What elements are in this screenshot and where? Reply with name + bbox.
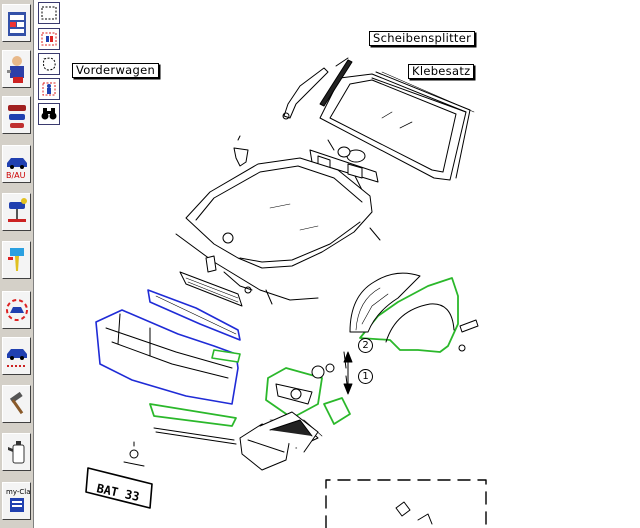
left-toolbar: B/AU	[0, 0, 34, 528]
fender-liner[interactable]	[349, 272, 421, 333]
oil-can-icon	[8, 441, 25, 464]
workshop-lift-icon	[8, 198, 27, 222]
select-parts-icon	[41, 32, 57, 46]
lasso-button[interactable]	[38, 53, 60, 75]
vehicle-models-icon	[8, 105, 26, 128]
front-fender[interactable]	[359, 277, 459, 353]
detail-inset	[325, 479, 487, 528]
radiator-grille[interactable]	[179, 271, 243, 307]
license-plate[interactable]: BAT 33	[85, 467, 153, 509]
tools-button[interactable]	[2, 241, 31, 279]
car-rotate-icon	[6, 299, 28, 321]
parts-figure-icon	[42, 82, 56, 96]
headlight-bulb[interactable]	[311, 351, 349, 393]
car-schematic-icon	[7, 349, 27, 367]
select-rect-button[interactable]	[38, 2, 60, 24]
wiper-linkage[interactable]	[309, 139, 379, 191]
workshop-button[interactable]	[2, 193, 31, 231]
vehicle-identification-button[interactable]: B/AU	[2, 145, 31, 183]
car-label-text: B/AU	[6, 171, 26, 180]
my-claim-icon: my-Claim	[6, 488, 30, 512]
klebesatz-callout[interactable]: Klebesatz	[408, 64, 475, 79]
bumper-upper-trim[interactable]	[147, 289, 241, 341]
vehicle-schematic-button[interactable]	[2, 337, 31, 375]
front-bumper[interactable]	[95, 309, 239, 405]
scheibensplitter-callout[interactable]: Scheibensplitter	[369, 31, 476, 46]
vehicle-rotate-button[interactable]	[2, 291, 31, 329]
my-claim-label: my-Claim	[6, 488, 30, 496]
binoculars-icon	[41, 108, 57, 120]
lasso-icon	[43, 57, 56, 71]
tool-strip	[36, 0, 64, 132]
hood-seal[interactable]	[175, 227, 381, 301]
front-spoiler[interactable]	[149, 403, 237, 427]
wiper-motor[interactable]	[337, 146, 366, 163]
windshield[interactable]	[319, 73, 467, 181]
hood-bracket[interactable]	[233, 135, 249, 167]
headlight-reflector[interactable]	[259, 411, 319, 453]
select-parts-button[interactable]	[38, 28, 60, 50]
reference-number-2: 2	[358, 338, 373, 353]
wiper-blade[interactable]	[319, 57, 353, 107]
parts-catalog-button[interactable]	[2, 4, 31, 42]
mechanic-icon	[7, 56, 24, 83]
wiper-arm[interactable]	[282, 67, 329, 120]
wrench-tool-icon	[8, 248, 24, 271]
parts-figure-button[interactable]	[38, 78, 60, 100]
lower-trim[interactable]	[153, 427, 237, 445]
my-claim-button[interactable]: my-Claim	[2, 482, 31, 520]
vorderwagen-callout[interactable]: Vorderwagen	[72, 63, 160, 78]
fluids-button[interactable]	[2, 433, 31, 471]
hammer-icon	[9, 391, 24, 415]
headlight[interactable]	[265, 367, 323, 419]
adhesive-strip[interactable]	[375, 71, 475, 179]
mechanic-button[interactable]	[2, 50, 31, 88]
assembly-arrow	[343, 351, 353, 395]
indicator-strip[interactable]	[211, 349, 241, 363]
reference-number-1: 1	[358, 369, 373, 384]
scheibensplitter-label: Scheibensplitter	[373, 31, 472, 45]
hood-latch[interactable]	[205, 255, 273, 305]
select-rect-icon	[41, 6, 57, 20]
side-marker[interactable]	[458, 319, 479, 352]
klebesatz-label: Klebesatz	[412, 64, 471, 78]
vorderwagen-label: Vorderwagen	[76, 63, 156, 77]
parts-diagram: BAT 33	[85, 57, 487, 528]
binoculars-button[interactable]	[38, 103, 60, 125]
hood[interactable]	[185, 157, 373, 269]
parts-catalog-icon	[8, 12, 26, 36]
turn-signal[interactable]	[323, 397, 351, 425]
car-label-icon: B/AU	[6, 158, 27, 180]
vehicle-models-button[interactable]	[2, 96, 31, 134]
emblem[interactable]	[123, 441, 145, 467]
repair-button[interactable]	[2, 385, 31, 423]
